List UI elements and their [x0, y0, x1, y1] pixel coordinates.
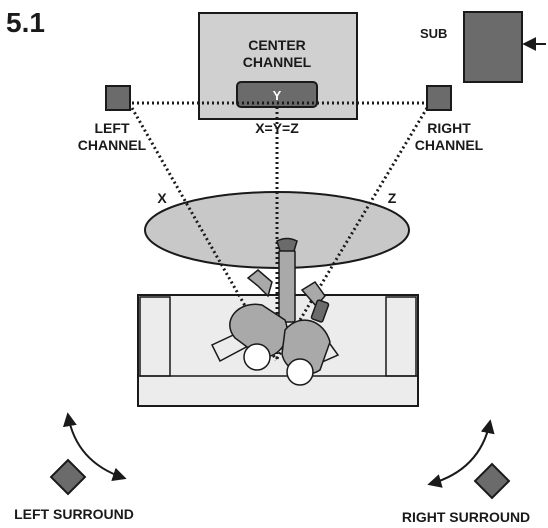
left-surround-label: LEFT SURROUND — [14, 506, 134, 522]
listener-right — [281, 280, 340, 386]
right-channel-label-line1: RIGHT — [427, 120, 471, 136]
sub-label: SUB — [420, 26, 447, 41]
x-distance-label: X — [157, 190, 167, 206]
left-front-speaker — [105, 85, 131, 111]
center-channel-label-line1: CENTER — [248, 37, 306, 53]
remote-control — [276, 237, 298, 323]
center-channel-label-line2: CHANNEL — [243, 54, 312, 70]
right-surround-label: RIGHT SURROUND — [402, 509, 530, 525]
subwoofer — [463, 11, 523, 83]
equal-distance-label: X=Y=Z — [255, 120, 299, 136]
right-front-speaker — [426, 85, 452, 111]
right-channel-label-line2: CHANNEL — [415, 137, 484, 153]
left-surround-speaker — [49, 458, 87, 496]
z-distance-label: Z — [388, 190, 397, 206]
right-surround-rotation-arrow — [427, 419, 495, 488]
left-surround-rotation-arrow — [62, 412, 127, 482]
left-channel-label-line1: LEFT — [95, 120, 130, 136]
y-distance-label: Y — [273, 88, 282, 103]
right-surround-speaker — [473, 462, 511, 500]
right-listening-path — [274, 107, 429, 361]
listener-left — [210, 269, 288, 371]
diagram-title: 5.1 — [6, 7, 45, 38]
left-channel-label-line2: CHANNEL — [78, 137, 147, 153]
